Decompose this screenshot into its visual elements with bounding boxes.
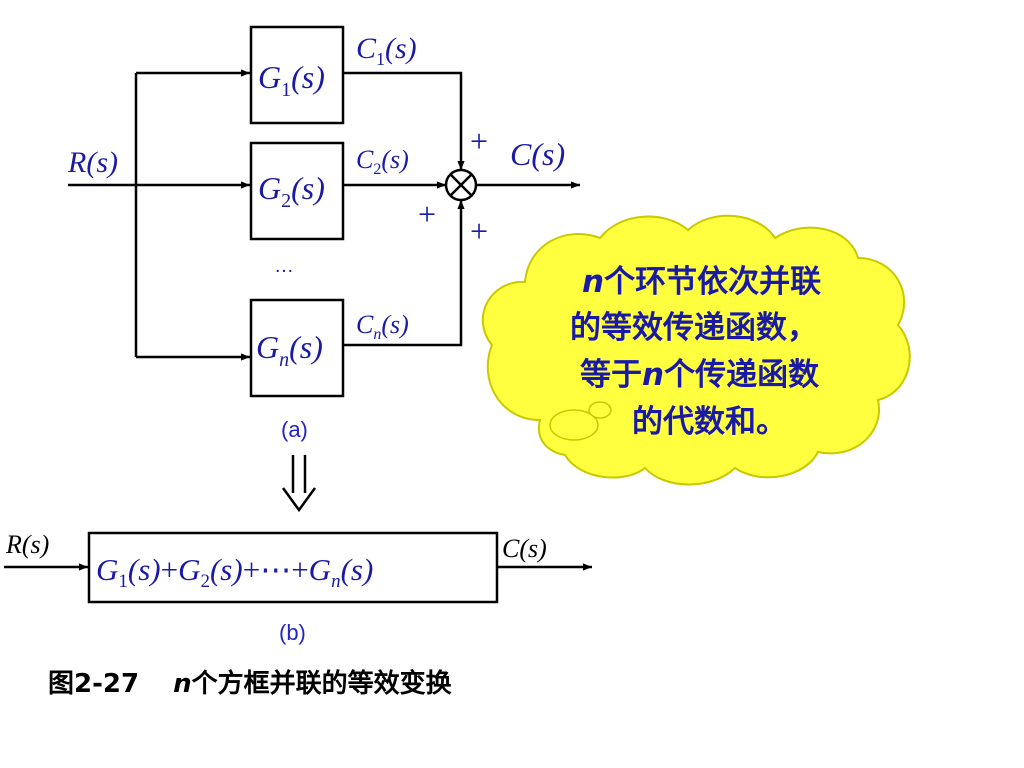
circle-cross-icon — [444, 168, 478, 202]
output-line-n — [343, 200, 465, 347]
block-g2-label: G2(s) — [258, 170, 325, 212]
callout-line-1: n个环节依次并联 — [582, 264, 821, 300]
block-g2 — [249, 141, 345, 241]
callout-cloud: n个环节依次并联 的等效传递函数， 等于n个传递函数 的代数和。 — [481, 214, 911, 486]
callout-line-2: 的等效传递函数， — [570, 310, 818, 346]
block-gn — [249, 298, 345, 398]
caption-a: (a) — [281, 417, 308, 442]
input-label-r-b: R(s) — [5, 530, 49, 559]
double-down-arrow-icon — [281, 455, 317, 513]
block-ellipsis: … — [274, 255, 294, 277]
diagram-b: R(s) G1(s)+G2(s)+⋯+Gn(s) C(s) (b) — [4, 530, 592, 645]
c1-label: C1(s) — [356, 32, 417, 69]
cn-label: Cn(s) — [356, 310, 409, 343]
block-g1 — [249, 25, 345, 125]
cloud-bubble-small — [588, 401, 612, 419]
sign-plus-left: + — [418, 196, 436, 232]
output-label-c-b: C(s) — [502, 534, 547, 563]
output-line-1 — [343, 71, 465, 170]
cloud-shape — [481, 214, 911, 486]
callout-line-3: 等于n个传递函数 — [580, 357, 819, 393]
input-label-r: R(s) — [67, 146, 118, 179]
output-label-c: C(s) — [510, 136, 565, 172]
equivalent-expression: G1(s)+G2(s)+⋯+Gn(s) — [96, 552, 373, 592]
caption-b: (b) — [279, 620, 306, 645]
c2-label: C2(s) — [356, 145, 409, 178]
callout-line-4: 的代数和。 — [632, 404, 787, 440]
sign-plus-top: + — [470, 123, 488, 159]
diagram-a: R(s) G1(s) G2(s) Gn(s) … C1(s) — [67, 25, 580, 442]
sign-plus-bottom: + — [470, 213, 488, 249]
cloud-bubble-large — [549, 409, 599, 441]
block-g1-label: G1(s) — [258, 59, 325, 101]
equivalent-block — [87, 531, 499, 604]
block-gn-label: Gn(s) — [256, 329, 323, 371]
